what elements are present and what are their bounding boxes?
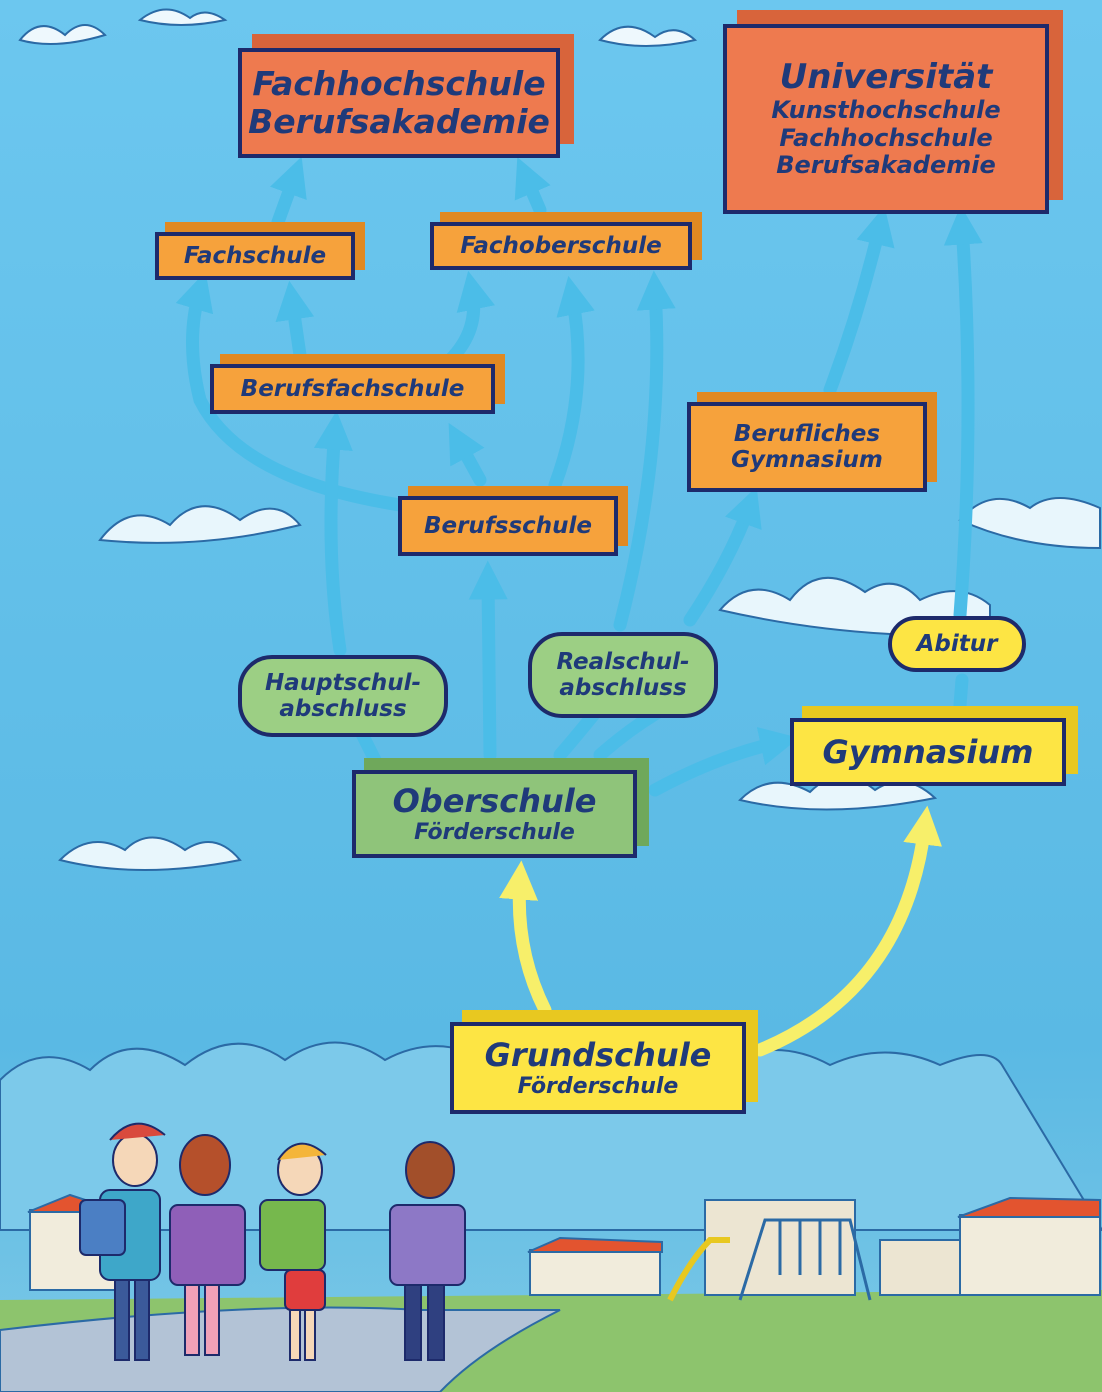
arrow-oberschule-to-berufsschule <box>468 560 508 762</box>
clouds-middle <box>58 497 1101 871</box>
arrow-fachschule-to-fachhochschule <box>270 156 307 229</box>
fachhochschule-line2: Berufsakademie <box>248 102 550 141</box>
node-berufsfachschule: Berufsfachschule <box>210 364 495 414</box>
gymnasium-label: Gymnasium <box>822 732 1034 771</box>
arrow-berufsschule-to-fachoberschule <box>548 275 595 492</box>
node-berufliches-gymnasium: Berufliches Gymnasium <box>687 402 927 492</box>
arrow-realschul-to-berufliches-gymnasium <box>683 486 762 627</box>
grundschule-line1: Grundschule <box>484 1035 712 1074</box>
arrow-hauptschul-to-berufsfachschule <box>313 410 353 657</box>
universitaet-line1: Universität <box>779 57 993 98</box>
node-grundschule: Grundschule Förderschule <box>450 1022 746 1114</box>
arrow-grundschule-to-gymnasium <box>753 805 943 1057</box>
arrow-berufliches-gymnasium-to-universitaet <box>823 206 895 397</box>
arrow-realschul-to-fachoberschule <box>613 270 676 632</box>
arrow-abitur-to-universitaet <box>943 205 983 622</box>
universitaet-line3: Fachhochschule <box>779 123 993 152</box>
fachschule-label: Fachschule <box>183 242 327 269</box>
grundschule-line2: Förderschule <box>517 1073 679 1099</box>
universitaet-line4: Berufsakademie <box>776 151 996 180</box>
arrow-berufsfachschule-to-fachschule <box>275 280 315 362</box>
node-abitur: Abitur <box>888 616 1026 672</box>
arrow-berufsschule-to-fachschule <box>175 271 407 512</box>
fachhochschule-line1: Fachhochschule <box>252 64 546 104</box>
berufliches-gymnasium-line2: Gymnasium <box>731 447 883 473</box>
node-fachschule: Fachschule <box>155 232 355 280</box>
arrow-berufsschule-to-berufsfachschule <box>448 422 487 487</box>
berufsschule-label: Berufsschule <box>423 512 593 539</box>
oberschule-line1: Oberschule <box>392 781 597 820</box>
realschul-line1: Realschul- <box>556 649 690 675</box>
universitaet-line2: Kunsthochschule <box>771 96 1001 125</box>
abitur-label: Abitur <box>916 631 998 657</box>
node-fachoberschule: Fachoberschule <box>430 222 692 270</box>
arrow-berufsfachschule-to-fachoberschule <box>443 270 495 367</box>
node-gymnasium: Gymnasium <box>790 718 1066 786</box>
node-oberschule: Oberschule Förderschule <box>352 770 637 858</box>
arrow-oberschule-to-gymnasium <box>648 727 800 797</box>
berufliches-gymnasium-line1: Berufliches <box>733 420 881 447</box>
arrow-gymnasium-to-abitur <box>953 673 969 712</box>
node-fachhochschule-berufsakademie: Fachhochschule Berufsakademie <box>238 48 560 158</box>
arrow-fachoberschule-to-fachhochschule <box>514 157 551 217</box>
node-berufsschule: Berufsschule <box>398 496 618 556</box>
oberschule-line2: Förderschule <box>414 819 575 845</box>
fachoberschule-label: Fachoberschule <box>460 232 662 259</box>
node-universitaet: Universität Kunsthochschule Fachhochschu… <box>723 24 1049 214</box>
playground <box>667 1218 872 1302</box>
hauptschul-line1: Hauptschul- <box>264 670 422 696</box>
berufsfachschule-label: Berufsfachschule <box>240 375 465 402</box>
children <box>79 1122 466 1361</box>
realschul-line2: abschluss <box>559 675 687 701</box>
node-realschulabschluss: Realschul- abschluss <box>528 632 718 718</box>
arrow-grundschule-to-oberschule <box>499 860 552 1017</box>
node-hauptschulabschluss: Hauptschul- abschluss <box>238 655 448 737</box>
hauptschul-line2: abschluss <box>279 696 407 722</box>
